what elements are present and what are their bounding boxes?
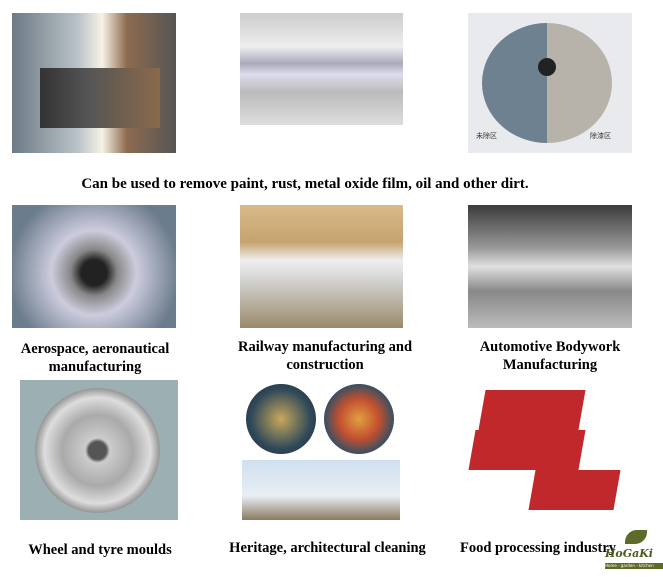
logo-tagline: Home - garden - kitchen: [605, 563, 663, 569]
aerospace-photo: [12, 205, 176, 328]
caption-railway: Railway manufacturing and construction: [237, 339, 413, 373]
weld-seam-photo: [240, 13, 403, 125]
railway-photo: [240, 205, 403, 328]
caption-heritage: Heritage, architectural cleaning: [229, 540, 426, 556]
caption-aerospace: Aerospace, aeronautical manufacturing: [20, 341, 170, 375]
caption-wheel: Wheel and tyre moulds: [28, 542, 172, 558]
caption-food: Food processing industry: [460, 540, 617, 556]
uncleaned-area-label: 未除区: [476, 132, 497, 140]
logo-name: HoGaKi: [605, 547, 653, 560]
cleaned-area-label: 除漆区: [590, 132, 611, 140]
automotive-photo: [468, 205, 632, 328]
house-leaf-icon: [625, 530, 647, 544]
food-trays-photo: [462, 380, 626, 520]
cleaned-disc-photo: 未除区 除漆区: [468, 13, 632, 153]
laser-cleaning-metal-photo: [12, 13, 176, 153]
heritage-photo: [242, 380, 400, 520]
wheel-photo: [20, 380, 178, 520]
caption-automotive: Automotive Bodywork Manufacturing: [479, 339, 621, 373]
main-caption: Can be used to remove paint, rust, metal…: [81, 176, 529, 192]
hogaki-logo: HoGaKi Home - garden - kitchen: [605, 530, 663, 572]
